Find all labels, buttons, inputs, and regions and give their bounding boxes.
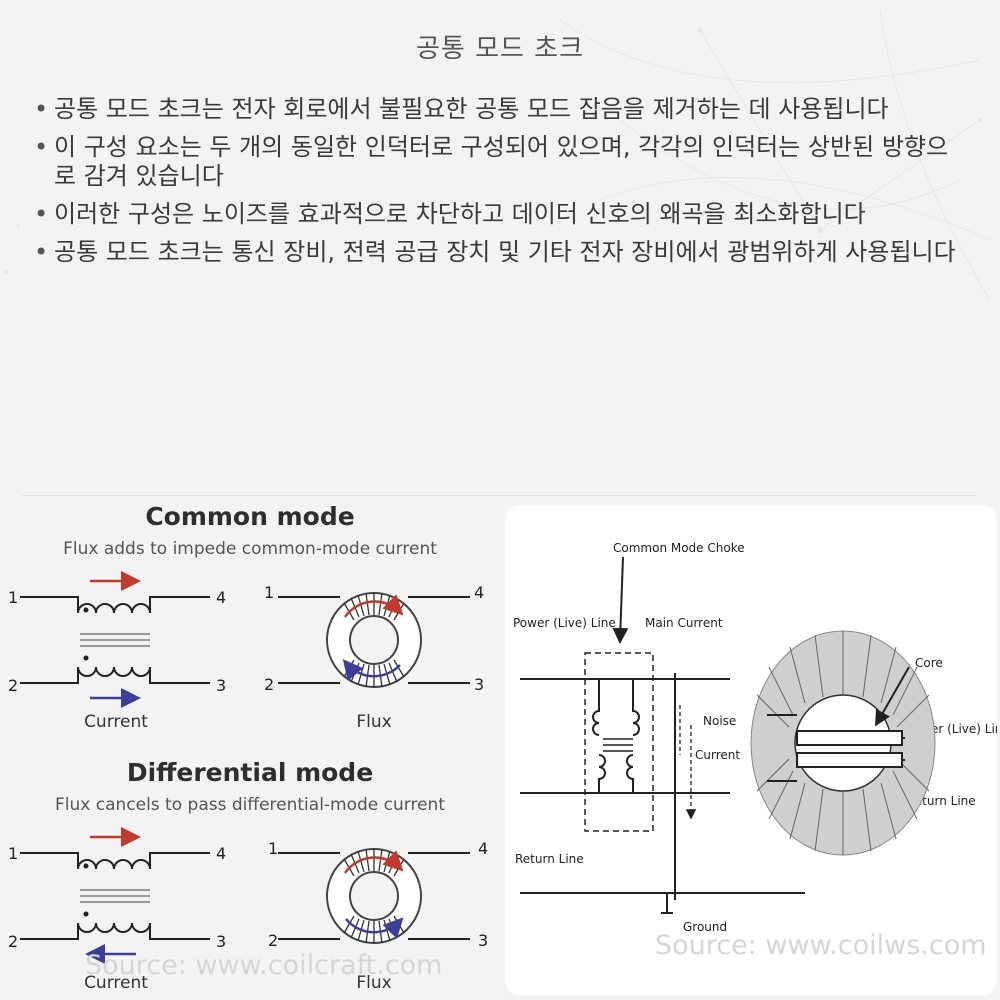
- flux-label: Flux: [356, 973, 391, 993]
- choke-circuit-figure: Common Mode Choke Power (Live) Line Main…: [505, 505, 1000, 995]
- noise-current-label: Noise: [703, 714, 736, 728]
- common-differential-mode-figure: Common mode Flux adds to impede common-m…: [0, 500, 500, 1000]
- choke-circuit-diagram: Common Mode Choke Power (Live) Line Main…: [513, 541, 1000, 934]
- pin-label: 3: [216, 932, 226, 951]
- source-caption: Source: www.coilws.com: [655, 930, 987, 961]
- section-divider: [22, 495, 977, 496]
- pin-label: 3: [474, 675, 484, 694]
- pin-label: 3: [216, 676, 226, 695]
- differential-mode-heading: Differential mode: [126, 758, 374, 787]
- common-mode-schematic: 1 2 3 4 1 2 3 4 Current Flux: [8, 571, 484, 732]
- current-label: Current: [84, 712, 148, 732]
- current-label: Current: [84, 973, 148, 993]
- bullet-item: 공통 모드 초크는 통신 장비, 전력 공급 장치 및 기타 전자 장비에서 광…: [30, 238, 960, 267]
- flux-label: Flux: [356, 712, 391, 732]
- common-mode-subheading: Flux adds to impede common-mode current: [63, 539, 437, 559]
- mode-schematics: 1 2 3 4 1 2 3 4 Current Flux 1 2 3 4 1 2…: [8, 571, 488, 993]
- ground-label: Ground: [683, 920, 727, 934]
- pin-label: 3: [478, 931, 488, 950]
- noise-current-label: Current: [695, 748, 740, 762]
- pin-label: 4: [216, 844, 226, 863]
- bullet-item: 이 구성 요소는 두 개의 동일한 인덕터로 구성되어 있으며, 각각의 인덕터…: [30, 133, 960, 191]
- pin-label: 4: [478, 839, 488, 858]
- pin-label: 2: [264, 675, 274, 694]
- return-line-label: Return Line: [515, 852, 584, 866]
- pin-label: 1: [264, 583, 274, 602]
- circuit-lines: [520, 556, 805, 914]
- bullet-item: 이러한 구성은 노이즈를 효과적으로 차단하고 데이터 신호의 왜곡을 최소화합…: [30, 200, 960, 229]
- pin-label: 1: [268, 839, 278, 858]
- core-label: Core: [915, 656, 943, 670]
- bullet-item: 공통 모드 초크는 전자 회로에서 불필요한 공통 모드 잡음을 제거하는 데 …: [30, 95, 960, 124]
- pin-label: 1: [8, 844, 18, 863]
- page-title: 공통 모드 초크: [415, 34, 585, 64]
- pin-label: 4: [474, 583, 484, 602]
- pin-label: 2: [268, 931, 278, 950]
- pin-label: 2: [8, 676, 18, 695]
- power-line-label: Power (Live) Line: [513, 616, 616, 630]
- return-line-label-2: Return Line: [907, 794, 976, 808]
- bullet-list: 공통 모드 초크는 전자 회로에서 불필요한 공통 모드 잡음을 제거하는 데 …: [30, 95, 960, 276]
- pin-label: 1: [8, 588, 18, 607]
- conductors: [767, 666, 910, 782]
- main-current-label: Main Current: [645, 616, 723, 630]
- common-mode-heading: Common mode: [145, 502, 355, 531]
- differential-mode-schematic: 1 2 3 4 1 2 3 4 Current Flux: [8, 827, 488, 993]
- pin-label: 4: [216, 588, 226, 607]
- choke-label: Common Mode Choke: [613, 541, 745, 555]
- differential-mode-subheading: Flux cancels to pass differential-mode c…: [54, 795, 445, 815]
- pin-label: 2: [8, 932, 18, 951]
- source-caption: Source: www.coilcraft.com: [85, 950, 443, 981]
